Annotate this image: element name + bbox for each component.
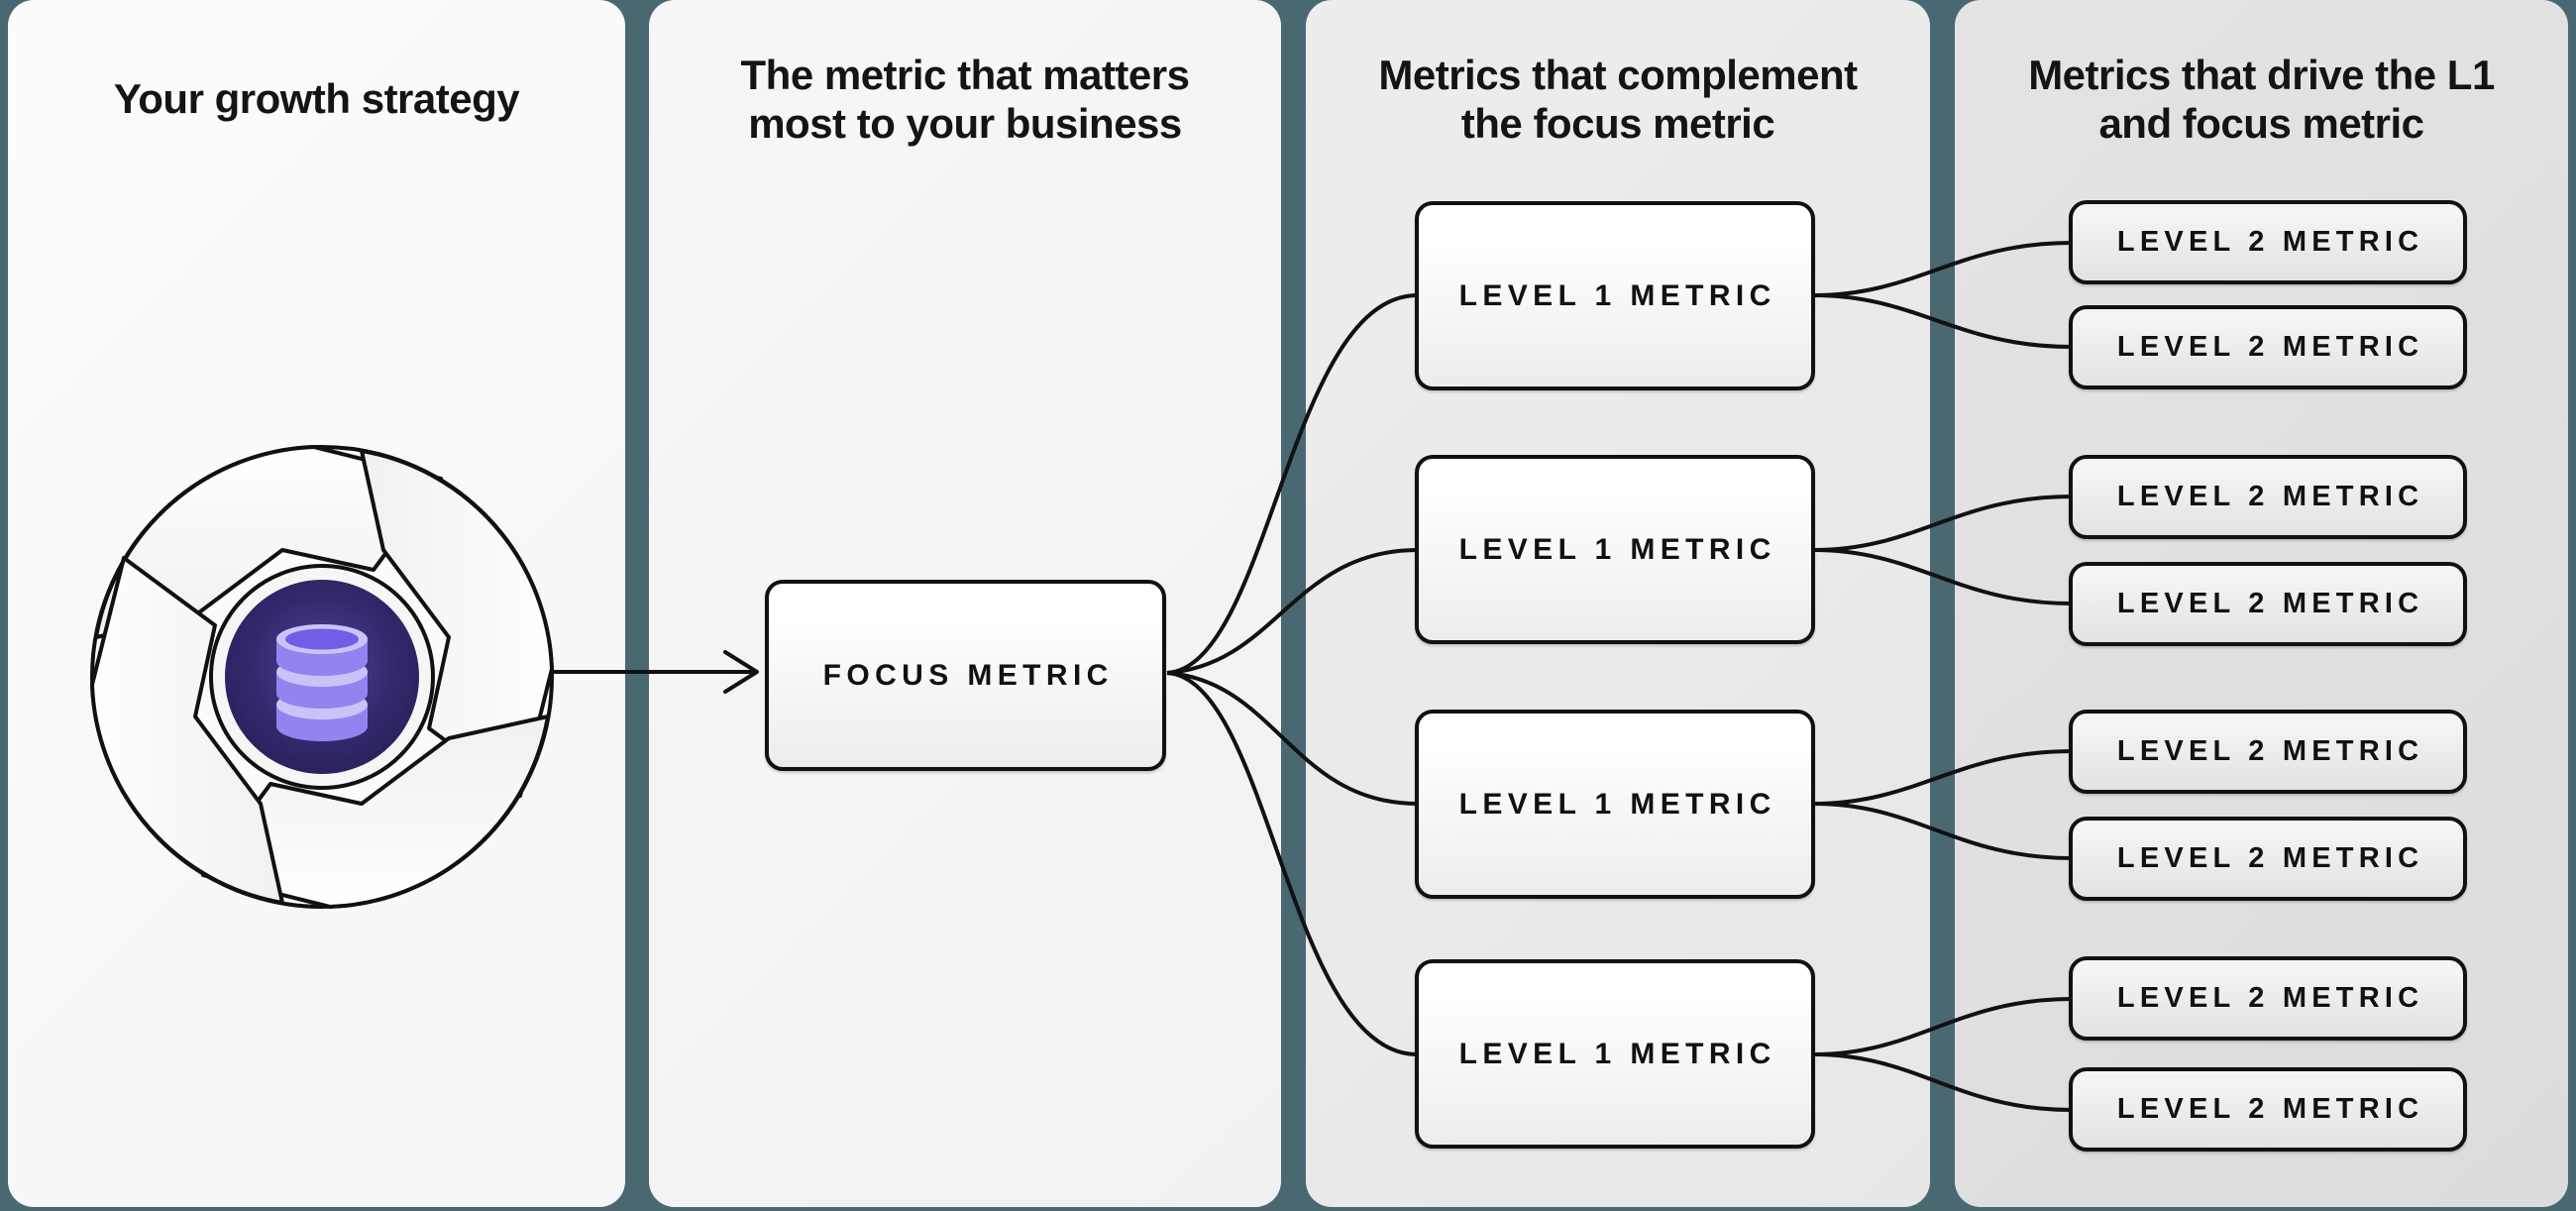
- panel-title-focus-metric: The metric that matters most to your bus…: [649, 52, 1281, 148]
- level2-metric-label: LEVEL 2 METRIC: [2116, 842, 2424, 874]
- level2-metric-label: LEVEL 2 METRIC: [2116, 481, 2424, 512]
- level2-metric-node-5: LEVEL 2 METRIC: [2069, 710, 2467, 794]
- panel-title-text: Metrics that complement the focus metric: [1378, 52, 1858, 147]
- panel-title-text: Metrics that drive the L1 and focus metr…: [2028, 52, 2495, 147]
- level1-metric-node-1: LEVEL 1 METRIC: [1415, 201, 1815, 390]
- level2-metric-node-7: LEVEL 2 METRIC: [2069, 956, 2467, 1041]
- panel-title-text: Your growth strategy: [113, 75, 520, 122]
- panel-title-text: The metric that matters most to your bus…: [740, 52, 1190, 147]
- panel-title-level2-metrics: Metrics that drive the L1 and focus metr…: [1955, 52, 2568, 148]
- panel-title-growth-strategy: Your growth strategy: [8, 75, 625, 124]
- level2-metric-node-8: LEVEL 2 METRIC: [2069, 1067, 2467, 1152]
- level2-metric-label: LEVEL 2 METRIC: [2116, 1093, 2424, 1125]
- level2-metric-node-3: LEVEL 2 METRIC: [2069, 455, 2467, 539]
- level1-metric-node-3: LEVEL 1 METRIC: [1415, 710, 1815, 899]
- panel-title-level1-metrics: Metrics that complement the focus metric: [1306, 52, 1930, 148]
- level2-metric-label: LEVEL 2 METRIC: [2116, 735, 2424, 767]
- level1-metric-label: LEVEL 1 METRIC: [1458, 1037, 1776, 1070]
- level2-metric-node-4: LEVEL 2 METRIC: [2069, 562, 2467, 646]
- level2-metric-label: LEVEL 2 METRIC: [2116, 331, 2424, 363]
- level2-metric-node-1: LEVEL 2 METRIC: [2069, 200, 2467, 284]
- level1-metric-label: LEVEL 1 METRIC: [1458, 532, 1776, 566]
- level2-metric-node-6: LEVEL 2 METRIC: [2069, 817, 2467, 901]
- focus-metric-node: FOCUS METRIC: [765, 580, 1166, 771]
- focus-metric-label: FOCUS METRIC: [822, 658, 1114, 692]
- level2-metric-node-2: LEVEL 2 METRIC: [2069, 305, 2467, 389]
- level2-metric-label: LEVEL 2 METRIC: [2116, 588, 2424, 619]
- level1-metric-label: LEVEL 1 METRIC: [1458, 787, 1776, 821]
- level1-metric-label: LEVEL 1 METRIC: [1458, 278, 1776, 312]
- level1-metric-node-2: LEVEL 1 METRIC: [1415, 455, 1815, 644]
- level1-metric-node-4: LEVEL 1 METRIC: [1415, 959, 1815, 1149]
- panel-growth-strategy: Your growth strategy: [8, 0, 625, 1207]
- level2-metric-label: LEVEL 2 METRIC: [2116, 982, 2424, 1014]
- level2-metric-label: LEVEL 2 METRIC: [2116, 226, 2424, 258]
